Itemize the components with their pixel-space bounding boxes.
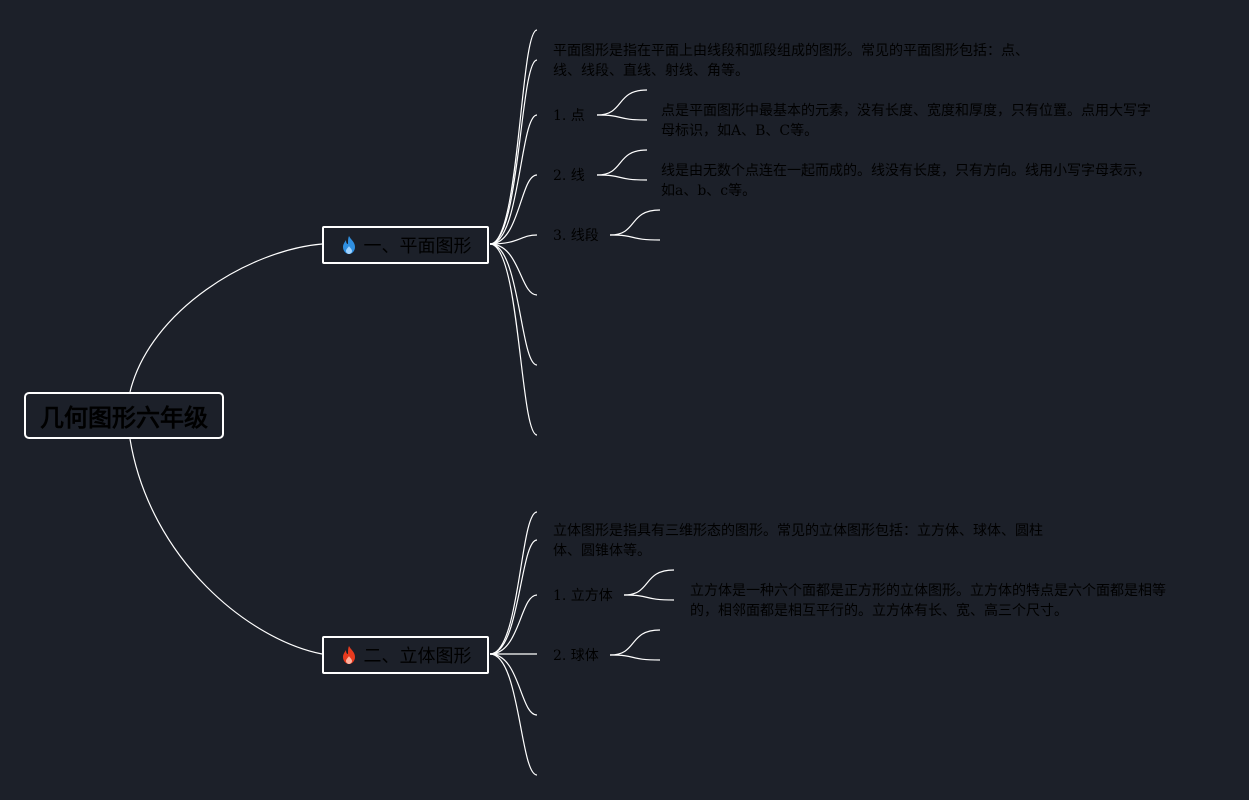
root-to-branch-2-connector <box>129 438 323 655</box>
item-fork-connector <box>609 629 661 656</box>
item-desc-point[interactable]: 点是平面图形中最基本的元素，没有长度、宽度和厚度，只有位置。点用大写字母标识，如… <box>661 103 1151 139</box>
branch-2-child-connector <box>489 539 538 655</box>
branch-1-child-connector <box>489 59 538 245</box>
item-fork-connector <box>596 114 648 121</box>
item-label-segment[interactable]: 3. 线段 <box>553 228 599 244</box>
branch-1-child-connector <box>489 243 538 366</box>
branch-1-child-connector <box>489 234 538 245</box>
item-label-line[interactable]: 2. 线 <box>553 168 585 184</box>
blue-flame-icon <box>342 236 355 254</box>
branch-2-child-connector <box>489 594 538 655</box>
item-desc-line[interactable]: 线是由无数个点连在一起而成的。线没有长度，只有方向。线用小写字母表示，如a、b、… <box>661 163 1151 199</box>
branch-1-child-connector <box>489 243 538 296</box>
branch-2-child-connector <box>489 653 538 776</box>
root-title: 几何图形六年级 <box>40 404 208 432</box>
branch-1-child-connector <box>489 174 538 245</box>
root-node[interactable]: 几何图形六年级 <box>24 392 224 439</box>
branch-2-child-connector <box>489 511 538 655</box>
branch-1-child-connector <box>489 114 538 245</box>
item-fork-connector <box>623 569 675 596</box>
item-fork-connector <box>596 89 648 116</box>
item-fork-connector <box>609 209 661 236</box>
plane-figures-intro[interactable]: 平面图形是指在平面上由线段和弧段组成的图形。常见的平面图形包括：点、线、线段、直… <box>553 43 1029 79</box>
branch-1-child-connector <box>489 29 538 245</box>
item-desc-cube[interactable]: 立方体是一种六个面都是正方形的立体图形。立方体的特点是六个面都是相等的，相邻面都… <box>690 583 1166 619</box>
item-fork-connector <box>596 174 648 181</box>
branch-1-child-connector <box>489 243 538 436</box>
branch-node-solid-figures[interactable]: 二、立体图形 <box>322 636 489 674</box>
item-fork-connector <box>623 594 675 601</box>
item-label-point[interactable]: 1. 点 <box>553 108 585 124</box>
branch-2-child-connector <box>489 653 538 716</box>
item-fork-connector <box>609 234 661 241</box>
item-label-sphere[interactable]: 2. 球体 <box>553 648 599 664</box>
item-label-cube[interactable]: 1. 立方体 <box>553 588 613 604</box>
solid-figures-intro[interactable]: 立体图形是指具有三维形态的图形。常见的立体图形包括：立方体、球体、圆柱体、圆锥体… <box>553 523 1043 559</box>
branch-node-plane-figures[interactable]: 一、平面图形 <box>322 226 489 264</box>
branch-title: 一、平面图形 <box>363 236 472 257</box>
red-flame-icon <box>342 646 355 664</box>
branch-title: 二、立体图形 <box>363 646 472 667</box>
item-fork-connector <box>596 149 648 176</box>
item-fork-connector <box>609 654 661 661</box>
root-to-branch-1-connector <box>129 243 323 393</box>
